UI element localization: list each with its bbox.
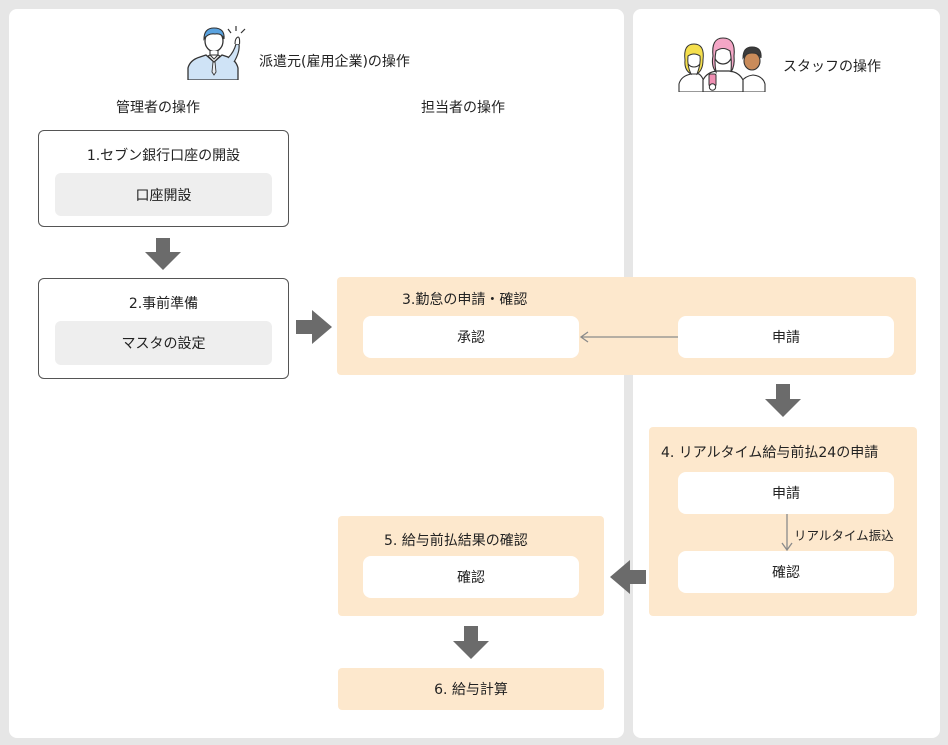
apply-to-approve-connector	[579, 331, 678, 343]
arrow-right-icon	[296, 310, 332, 344]
person-in-charge-column-label: 担当者の操作	[421, 100, 505, 116]
step-4-title: 4. リアルタイム給与前払24の申請	[661, 445, 879, 461]
staff-lane-title: スタッフの操作	[783, 59, 881, 75]
arrow-left-icon	[610, 560, 646, 594]
master-settings-button[interactable]: マスタの設定	[55, 321, 272, 365]
step-6-title: 6. 給与計算	[434, 682, 508, 698]
step-5-title: 5. 給与前払結果の確認	[384, 533, 528, 549]
manager-column-label: 管理者の操作	[116, 100, 200, 116]
result-confirm-button[interactable]: 確認	[363, 556, 579, 598]
realtime-transfer-note: リアルタイム振込	[794, 528, 894, 543]
prepayment-confirm-button[interactable]: 確認	[678, 551, 894, 593]
step-1-title: 1.セブン銀行口座の開設	[86, 148, 241, 164]
apply-to-confirm-connector	[781, 514, 793, 552]
step-2-title: 2.事前準備	[128, 296, 199, 312]
dispatcher-lane-title: 派遣元(雇用企業)の操作	[259, 54, 410, 70]
step-3-title: 3.勤怠の申請・確認	[402, 292, 528, 308]
step-1-account-opening: 1.セブン銀行口座の開設 口座開設	[38, 130, 289, 227]
businessman-pointing-icon	[187, 26, 246, 80]
step-2-preparation: 2.事前準備 マスタの設定	[38, 278, 289, 379]
staff-group-icon	[678, 37, 766, 92]
step-6-payroll-calculation: 6. 給与計算	[338, 668, 604, 710]
prepayment-apply-button[interactable]: 申請	[678, 472, 894, 514]
attendance-apply-button[interactable]: 申請	[678, 316, 894, 358]
arrow-down-icon	[145, 238, 181, 270]
attendance-approve-button[interactable]: 承認	[363, 316, 579, 358]
open-account-button[interactable]: 口座開設	[55, 173, 272, 216]
arrow-down-icon	[765, 384, 801, 417]
arrow-down-icon	[453, 626, 489, 659]
